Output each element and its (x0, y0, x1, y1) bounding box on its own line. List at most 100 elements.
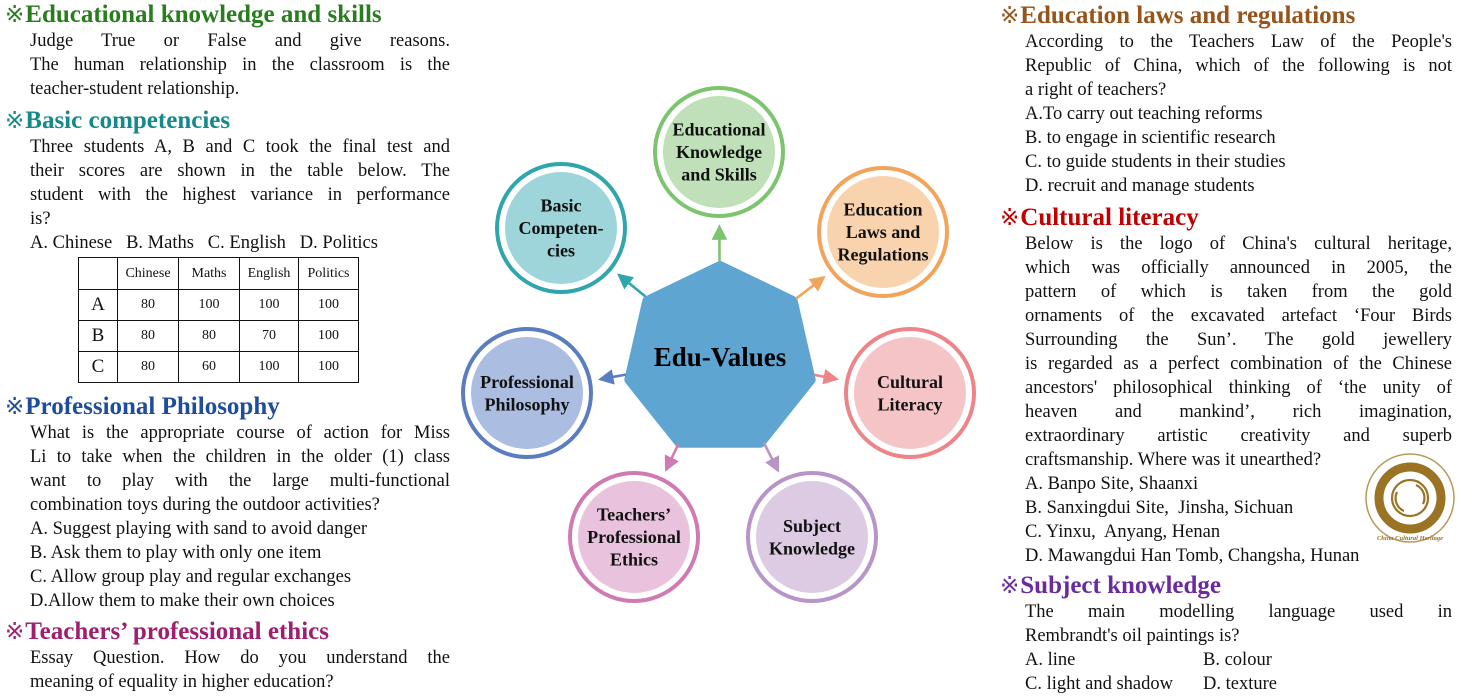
section-body: What is the appropriate course of action… (30, 421, 450, 613)
node-label-line: Education (843, 200, 922, 220)
table-cell: 80 (178, 320, 240, 352)
section-body: Three students A, B and C took the final… (30, 135, 450, 255)
question-line: According to the Teachers Law of the Peo… (1025, 32, 1452, 52)
question-line: is regarded as a perfect combination of … (1025, 354, 1452, 374)
answer-option: B. to engage in scientific research (1025, 128, 1276, 148)
question-line: teacher-student relationship. (30, 79, 240, 99)
answer-option: C. Yinxu, Anyang, Henan (1025, 522, 1221, 542)
reference-mark-icon: ※ (5, 619, 25, 644)
answer-options: A. Chinese B. Maths C. English D. Politi… (30, 233, 378, 253)
question-line: pattern of which is taken from the gold (1025, 282, 1452, 302)
section-heading: ※Teachers’ professional ethics (5, 617, 450, 646)
node-label-line: Literacy (878, 394, 943, 414)
question-line: Below is the logo of China's cultural he… (1025, 234, 1452, 254)
question-line: Three students A, B and C took the final… (30, 137, 450, 157)
question-line: want to play with the large multi-functi… (30, 471, 450, 491)
node-label-line: Cultural (877, 372, 943, 392)
question-line: is? (30, 209, 51, 229)
question-line: Essay Question. How do you understand th… (30, 648, 450, 668)
table-cell: 80 (117, 320, 179, 352)
question-line: extraordinary artistic creativity and su… (1025, 426, 1452, 446)
center-heptagon (624, 261, 816, 448)
column-header: Politics (298, 257, 359, 290)
node-label-line: Knowledge (676, 142, 762, 162)
node-label-line: Educational (672, 120, 765, 140)
table-cell: 80 (117, 289, 179, 321)
question-line: Surrounding the Sun’. The gold jewellery (1025, 330, 1452, 350)
table-cell: 100 (239, 289, 299, 321)
node-label-line: cies (547, 241, 575, 261)
question-line: The main modelling language used in (1025, 602, 1452, 622)
reference-mark-icon: ※ (1000, 205, 1020, 230)
heading-text: Education laws and regulations (1020, 2, 1356, 29)
arrow-laws (795, 275, 826, 300)
answer-option: A. Suggest playing with sand to avoid da… (30, 519, 368, 539)
section-body: Essay Question. How do you understand th… (30, 646, 450, 694)
heading-text: Teachers’ professional ethics (25, 618, 329, 645)
heading-text: Basic competencies (25, 107, 231, 134)
reference-mark-icon: ※ (1000, 573, 1020, 598)
section-heading: ※Cultural literacy (1000, 203, 1452, 232)
heading-text: Professional Philosophy (25, 393, 280, 420)
answer-option: D. Mawangdui Han Tomb, Changsha, Hunan (1025, 546, 1360, 566)
reference-mark-icon: ※ (5, 108, 25, 133)
answer-option: C. to guide students in their studies (1025, 152, 1286, 172)
arrow-cultural (814, 368, 840, 385)
question-line: Rembrandt's oil paintings is? (1025, 626, 1240, 646)
section-heading: ※Professional Philosophy (5, 392, 450, 421)
reference-mark-icon: ※ (5, 394, 25, 419)
answer-option: D. recruit and manage students (1025, 176, 1255, 196)
section-heading: ※Education laws and regulations (1000, 1, 1452, 30)
question-line: Li to take when the children in the olde… (30, 447, 450, 467)
section-heading: ※Subject knowledge (1000, 571, 1452, 600)
question-line: Judge True or False and give reasons. (30, 31, 450, 51)
node-label-line: Philosophy (484, 394, 569, 414)
question-line: craftsmanship. Where was it unearthed? (1025, 450, 1322, 470)
answer-option: C. Allow group play and regular exchange… (30, 567, 352, 587)
answer-option: B. Sanxingdui Site, Jinsha, Sichuan (1025, 498, 1294, 518)
arrow-subject (762, 441, 780, 473)
answer-option: A. Banpo Site, Shaanxi (1025, 474, 1199, 494)
column-header: Chinese (117, 257, 179, 290)
section-body: Below is the logo of China's cultural he… (1025, 232, 1452, 568)
question-line: Republic of China, which of the followin… (1025, 56, 1452, 76)
answer-option: D. texture (1203, 674, 1277, 694)
table-cell: 60 (178, 351, 240, 383)
node-label-line: Basic (540, 196, 581, 216)
column-header: Maths (178, 257, 240, 290)
reference-mark-icon: ※ (5, 2, 25, 27)
heading-text: Cultural literacy (1020, 204, 1199, 231)
node-label-line: Teachers’ (597, 505, 671, 525)
answer-option: A.To carry out teaching reforms (1025, 104, 1263, 124)
row-label: A (78, 289, 118, 321)
section-body: The main modelling language used in Rembr… (1025, 600, 1452, 696)
column-header: English (239, 257, 299, 290)
question-line: ornaments of the excavated artefact ‘Fou… (1025, 306, 1452, 326)
question-line: their scores are shown in the table belo… (30, 161, 450, 181)
center-label: Edu-Values (654, 342, 787, 372)
answer-option: B. Ask them to play with only one item (30, 543, 322, 563)
section-body: According to the Teachers Law of the Peo… (1025, 30, 1452, 198)
arrow-basic (617, 273, 647, 298)
node-label-line: Professional (587, 527, 681, 547)
answer-option: B. colour (1203, 650, 1272, 670)
question-line: The human relationship in the classroom … (30, 55, 450, 75)
question-line: meaning of equality in higher education? (30, 672, 334, 692)
question-line: heaven and mankind’, rich imagination, (1025, 402, 1452, 422)
